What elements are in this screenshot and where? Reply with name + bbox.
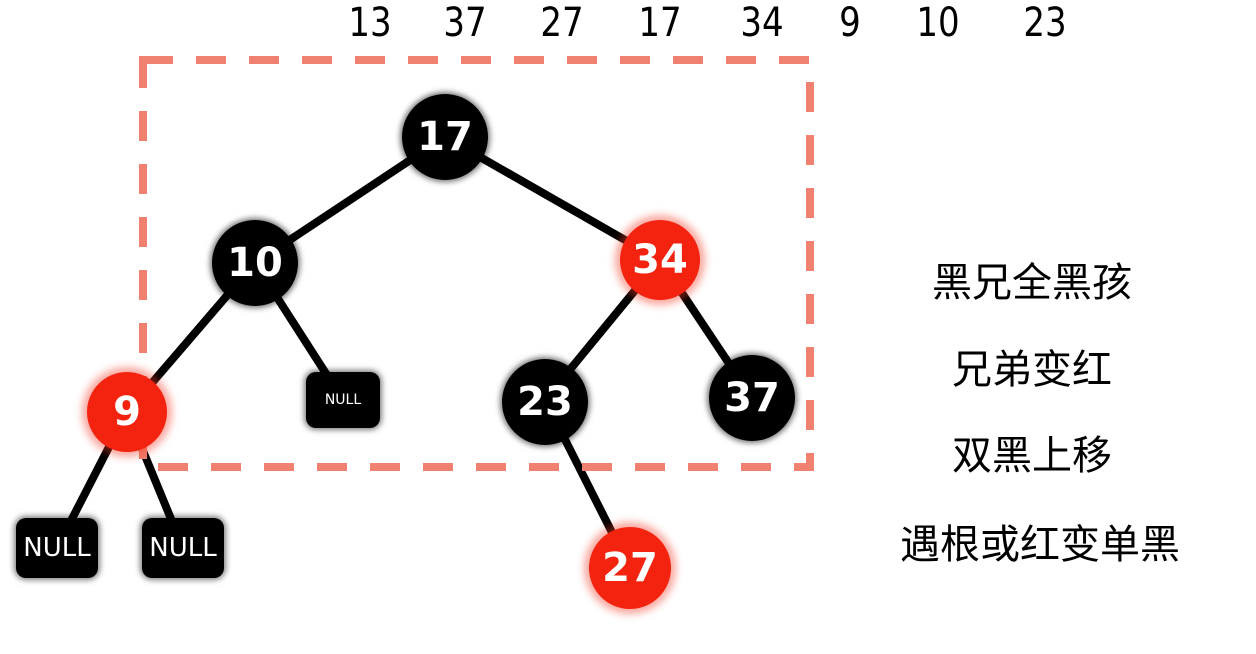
rule-text: 兄弟变红 — [952, 347, 1112, 393]
seq-value: 23 — [1023, 0, 1067, 46]
seq-value: 27 — [540, 0, 584, 46]
tree-node-37: 37 — [709, 355, 795, 441]
tree-node-9: 9 — [87, 372, 167, 452]
null-leaf: NULL — [16, 518, 98, 578]
tree-node-34: 34 — [620, 220, 700, 300]
tree-node-17: 17 — [402, 94, 488, 180]
seq-value: 17 — [638, 0, 682, 46]
rule-text: 黑兄全黑孩 — [932, 260, 1132, 306]
seq-value: 9 — [839, 0, 861, 46]
dashed-highlight-box — [139, 56, 814, 471]
tree-node-10: 10 — [212, 220, 298, 306]
rule-text: 遇根或红变单黑 — [900, 522, 1180, 568]
null-leaf: NULL — [142, 518, 224, 578]
seq-value: 34 — [740, 0, 784, 46]
null-leaf: NULL — [306, 372, 380, 428]
seq-value: 13 — [348, 0, 392, 46]
seq-value: 37 — [443, 0, 487, 46]
tree-node-23: 23 — [502, 359, 588, 445]
tree-node-27: 27 — [589, 527, 671, 609]
seq-value: 10 — [916, 0, 960, 46]
rule-text: 双黑上移 — [952, 433, 1112, 479]
